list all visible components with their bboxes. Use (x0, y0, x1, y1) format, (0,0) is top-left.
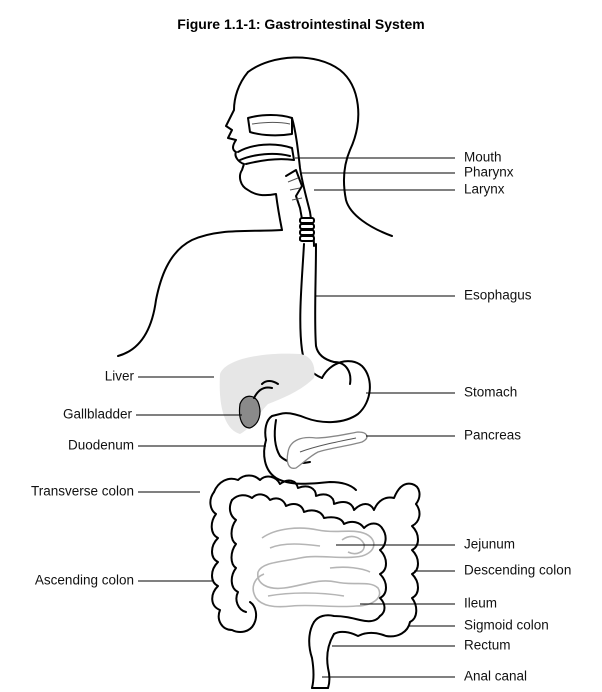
trachea-rings (299, 217, 315, 242)
back-outline (117, 229, 283, 357)
label-sigmoid-colon: Sigmoid colon (464, 618, 549, 633)
descending-colon (409, 503, 421, 623)
label-ascending-colon: Ascending colon (35, 573, 134, 588)
label-mouth: Mouth (464, 150, 502, 165)
small-intestine (252, 527, 381, 608)
labels-right: Mouth Pharynx Larynx Esophagus Stomach P… (464, 150, 571, 684)
stomach (264, 360, 371, 441)
figure-title: Figure 1.1-1: Gastrointestinal System (177, 16, 424, 32)
labels-left: Liver Gallbladder Duodenum Transverse co… (31, 369, 135, 588)
head-outline (247, 56, 393, 237)
body-outline (117, 56, 393, 357)
label-liver: Liver (105, 369, 135, 384)
leader-lines (136, 157, 455, 678)
label-transverse-colon: Transverse colon (31, 484, 134, 499)
pancreas (286, 431, 368, 469)
ascending-colon (209, 491, 258, 633)
label-larynx: Larynx (464, 182, 505, 197)
label-descending-colon: Descending colon (464, 563, 571, 578)
label-pharynx: Pharynx (464, 165, 514, 180)
label-duodenum: Duodenum (68, 438, 134, 453)
face-outline (225, 71, 283, 231)
label-jejunum: Jejunum (464, 537, 515, 552)
tongue (237, 143, 295, 165)
label-stomach: Stomach (464, 385, 517, 400)
label-pancreas: Pancreas (464, 428, 521, 443)
rectum (308, 621, 335, 689)
label-ileum: Ileum (464, 596, 497, 611)
label-anal-canal: Anal canal (464, 669, 527, 684)
gallbladder (238, 395, 261, 429)
label-gallbladder: Gallbladder (63, 407, 133, 422)
transverse-colon (213, 474, 421, 511)
nasal-cavity (247, 114, 293, 137)
label-esophagus: Esophagus (464, 288, 532, 303)
label-rectum: Rectum (464, 638, 511, 653)
sigmoid-colon (333, 621, 411, 638)
large-intestine (209, 474, 421, 689)
